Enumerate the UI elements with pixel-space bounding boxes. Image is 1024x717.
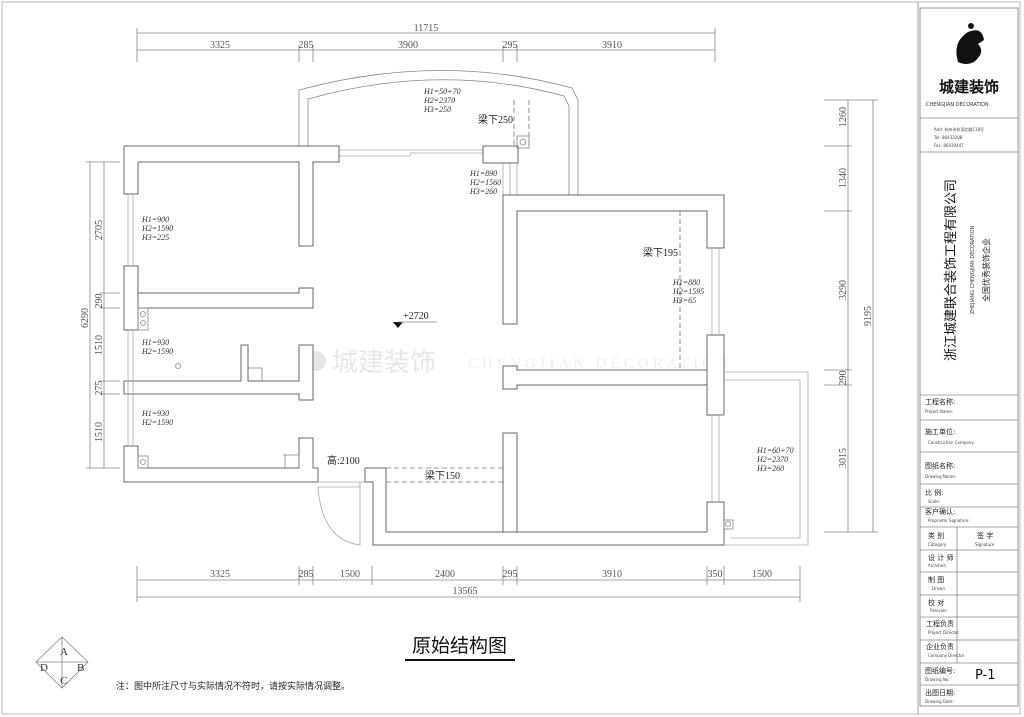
bottom-dimensions: 3325 285 1500 2400 295 3910 350 1500 135…	[136, 566, 801, 602]
svg-text:2400: 2400	[435, 569, 455, 580]
svg-text:Drawing No.:: Drawing No.:	[925, 677, 951, 682]
svg-text:290: 290	[838, 371, 849, 386]
svg-text:校 对: 校 对	[928, 598, 944, 607]
svg-text:Fax: 86039447: Fax: 86039447	[934, 143, 964, 148]
svg-text:CHENGJIAN DECORATION: CHENGJIAN DECORATION	[468, 356, 732, 372]
svg-text:C: C	[60, 675, 67, 687]
svg-text:梁下195: 梁下195	[643, 246, 678, 259]
svg-text:设 计 师: 设 计 师	[928, 553, 953, 562]
svg-text:高:2100: 高:2100	[327, 454, 360, 467]
svg-text:350: 350	[708, 569, 723, 580]
svg-text:Signature: Signature	[975, 542, 995, 547]
svg-text:Drawing Name:: Drawing Name:	[925, 474, 956, 479]
svg-text:客户确认:: 客户确认:	[925, 507, 955, 516]
svg-text:3325: 3325	[210, 569, 230, 580]
svg-text:城建装饰: 城建装饰	[939, 78, 999, 96]
svg-text:1260: 1260	[838, 107, 849, 127]
svg-text:全国优秀装饰企业: 全国优秀装饰企业	[981, 238, 991, 302]
svg-text:1340: 1340	[838, 168, 849, 188]
svg-text:3325: 3325	[210, 40, 230, 51]
svg-text:295: 295	[503, 40, 518, 51]
svg-text:275: 275	[94, 381, 105, 396]
svg-text:D: D	[40, 662, 48, 674]
svg-text:1500: 1500	[340, 569, 360, 580]
svg-text:签 字: 签 字	[977, 531, 993, 540]
watermark: 城建装饰 CHENGJIAN DECORATION	[306, 348, 732, 378]
svg-text:制 图: 制 图	[928, 575, 944, 584]
svg-text:+2720: +2720	[403, 311, 429, 322]
svg-text:1500: 1500	[752, 569, 772, 580]
svg-text:Company Director: Company Director	[928, 653, 965, 658]
title-block: 城建装饰 CHENGJIAN DECORATION Add: 杭州市秋涛北路11…	[917, 2, 1019, 714]
svg-text:Drawn: Drawn	[932, 586, 945, 591]
svg-text:Architect: Architect	[928, 563, 946, 568]
svg-text:2705: 2705	[94, 220, 105, 240]
svg-text:6290: 6290	[80, 308, 91, 328]
svg-text:ZHEJIANG CHENGJIAN DECORATION: ZHEJIANG CHENGJIAN DECORATION	[970, 225, 976, 314]
svg-text:1510: 1510	[94, 422, 105, 442]
svg-text:P-1: P-1	[975, 668, 996, 683]
elevation-marker: +2720	[393, 311, 437, 328]
svg-text:B: B	[77, 662, 84, 674]
svg-text:Category: Category	[928, 542, 947, 547]
svg-text:出图日期:: 出图日期:	[925, 688, 955, 697]
svg-text:比 例:: 比 例:	[925, 488, 944, 497]
company-logo	[956, 23, 984, 64]
svg-text:3910: 3910	[602, 569, 622, 580]
svg-text:工程负责: 工程负责	[926, 619, 954, 628]
svg-text:Revision: Revision	[930, 608, 947, 613]
svg-text:Project Name:: Project Name:	[925, 409, 953, 414]
svg-text:梁下250: 梁下250	[478, 113, 513, 126]
svg-text:施工单位:: 施工单位:	[925, 427, 955, 436]
svg-text:城建装饰: 城建装饰	[332, 348, 436, 378]
svg-text:企业负责: 企业负责	[926, 642, 954, 651]
svg-text:11715: 11715	[414, 23, 439, 34]
svg-text:Scale:: Scale:	[928, 499, 940, 504]
svg-text:Construction Company:: Construction Company:	[928, 440, 975, 445]
svg-text:图纸编号:: 图纸编号:	[925, 666, 955, 675]
svg-text:工程名称:: 工程名称:	[925, 397, 955, 406]
svg-text:梁下150: 梁下150	[425, 469, 460, 482]
svg-text:290: 290	[94, 294, 105, 309]
walls	[123, 145, 725, 546]
svg-text:Project Director: Project Director	[928, 630, 959, 635]
top-balcony	[298, 70, 579, 200]
svg-text:285: 285	[299, 40, 314, 51]
svg-text:CHENGJIAN DECORATION: CHENGJIAN DECORATION	[926, 102, 989, 108]
svg-text:295: 295	[503, 569, 518, 580]
right-dimensions: 1260 1340 3290 290 3015 9195	[824, 99, 878, 533]
svg-text:3910: 3910	[602, 40, 622, 51]
drawing-title: 原始结构图	[412, 635, 507, 657]
svg-text:Proprietor Signature:: Proprietor Signature:	[928, 518, 970, 523]
svg-text:Tel: 86433208: Tel: 86433208	[933, 135, 963, 140]
svg-text:Drawing Date:: Drawing Date:	[925, 699, 954, 704]
svg-text:13565: 13565	[453, 586, 478, 597]
window-lines	[127, 100, 809, 546]
svg-text:浙江城建联合装饰工程有限公司: 浙江城建联合装饰工程有限公司	[944, 179, 959, 361]
svg-text:1510: 1510	[94, 335, 105, 355]
svg-text:图纸名称:: 图纸名称:	[925, 461, 955, 470]
svg-text:3290: 3290	[838, 280, 849, 300]
svg-text:类 别: 类 别	[928, 531, 944, 540]
drawing-note: 注：图中所注尺寸与实际情况不符时，请按实际情况调整。	[116, 680, 350, 692]
compass-icon: A B C D	[35, 636, 89, 689]
svg-text:9195: 9195	[863, 306, 874, 326]
svg-text:Add: 杭州市秋涛北路118号: Add: 杭州市秋涛北路118号	[934, 126, 984, 132]
top-dimensions: 11715 3325 285 3900 295 3910	[136, 23, 716, 62]
svg-text:3015: 3015	[838, 448, 849, 468]
svg-text:285: 285	[299, 569, 314, 580]
left-dimensions: 2705 290 1510 275 1510 6290	[80, 161, 120, 469]
svg-text:A: A	[60, 646, 68, 658]
svg-text:3900: 3900	[398, 40, 418, 51]
